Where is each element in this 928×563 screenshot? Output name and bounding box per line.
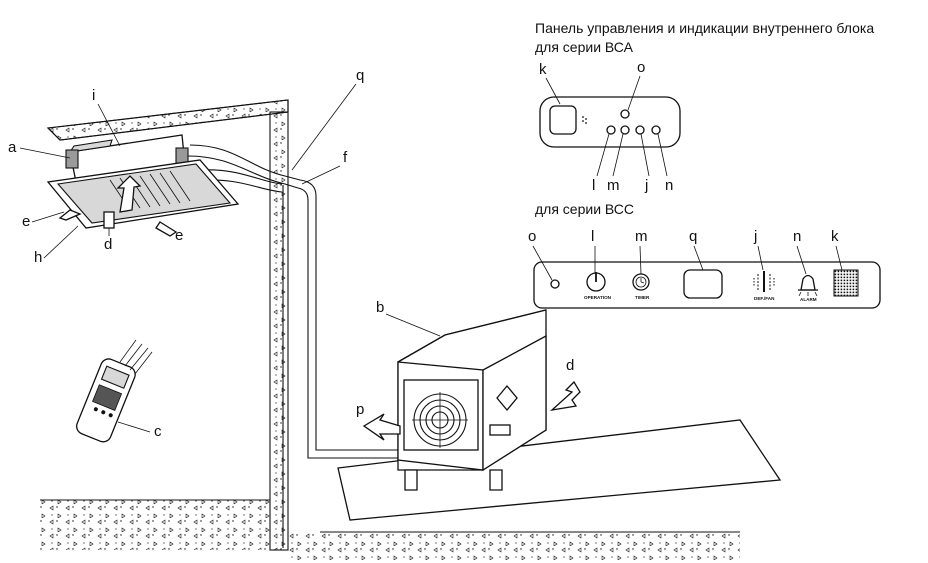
- alarm-icon: [798, 274, 818, 297]
- indoor-cassette-unit: [46, 134, 240, 237]
- receiver-icon: [582, 116, 587, 124]
- bca-indicator-m: [620, 125, 630, 135]
- bca-label-n: n: [665, 177, 673, 194]
- bca-caption: для серии ВСА: [535, 39, 634, 55]
- remote-control: [76, 339, 153, 443]
- label-q: q: [356, 67, 364, 84]
- label-i: i: [92, 87, 95, 104]
- ceiling-slab: [46, 99, 289, 141]
- bcc-indicator-o: [550, 279, 560, 289]
- bca-label-m: m: [607, 177, 620, 194]
- def-fan-label: DEF./FAN: [754, 296, 775, 301]
- bcc-label-n: n: [793, 228, 801, 245]
- bcc-caption: для серии ВСС: [535, 201, 634, 217]
- bcc-label-k: k: [831, 228, 839, 245]
- outdoor-unit: [337, 309, 782, 521]
- operation-label: OPERATION: [584, 295, 612, 300]
- diagram-labels: a i q f e h d e c b d p: [8, 67, 574, 440]
- alarm-label: ALARM: [800, 297, 817, 302]
- timer-label: TIMER: [635, 295, 650, 300]
- bca-label-l: l: [592, 177, 595, 194]
- bcc-display-q: [683, 269, 723, 299]
- remote-signal-waves: [119, 339, 153, 375]
- label-h: h: [34, 249, 42, 266]
- bca-label-j: j: [644, 177, 648, 194]
- bcc-label-j: j: [753, 228, 757, 245]
- bcc-label-l: l: [591, 228, 594, 245]
- timer-button-icon: [632, 273, 650, 291]
- bcc-control-panel: OPERATION TIMER DEF./FAN ALARM o: [528, 228, 881, 309]
- bca-control-panel: k o l m j n: [539, 59, 681, 194]
- label-d-outdoor: d: [566, 357, 574, 374]
- label-f: f: [343, 149, 348, 166]
- fan-guard: [412, 392, 468, 448]
- building: [40, 99, 740, 560]
- bcc-label-q: q: [689, 228, 697, 245]
- label-p: p: [356, 401, 364, 418]
- panel-title: Панель управления и индикации внутреннег…: [535, 20, 874, 36]
- bcc-receiver-k: [833, 269, 859, 297]
- def-fan-icon: [753, 271, 775, 292]
- bca-label-k: k: [539, 61, 547, 78]
- floor: [40, 500, 270, 550]
- bcc-label-o: o: [528, 228, 536, 245]
- label-b: b: [376, 299, 384, 316]
- bca-indicator-j: [635, 125, 645, 135]
- bca-indicator-n: [651, 125, 661, 135]
- ground: [288, 532, 740, 560]
- bca-indicator-o: [620, 109, 630, 119]
- label-a: a: [8, 139, 17, 156]
- operation-button-icon: [586, 272, 606, 292]
- wall: [269, 111, 289, 551]
- bcc-label-m: m: [635, 228, 648, 245]
- label-c: c: [154, 423, 162, 440]
- panel-section: Панель управления и индикации внутреннег…: [535, 20, 874, 217]
- label-e-left: e: [22, 213, 30, 230]
- bca-label-o: o: [637, 59, 645, 76]
- label-e-right: e: [175, 227, 183, 244]
- bca-indicator-l: [606, 125, 616, 135]
- label-d-indoor: d: [104, 236, 112, 253]
